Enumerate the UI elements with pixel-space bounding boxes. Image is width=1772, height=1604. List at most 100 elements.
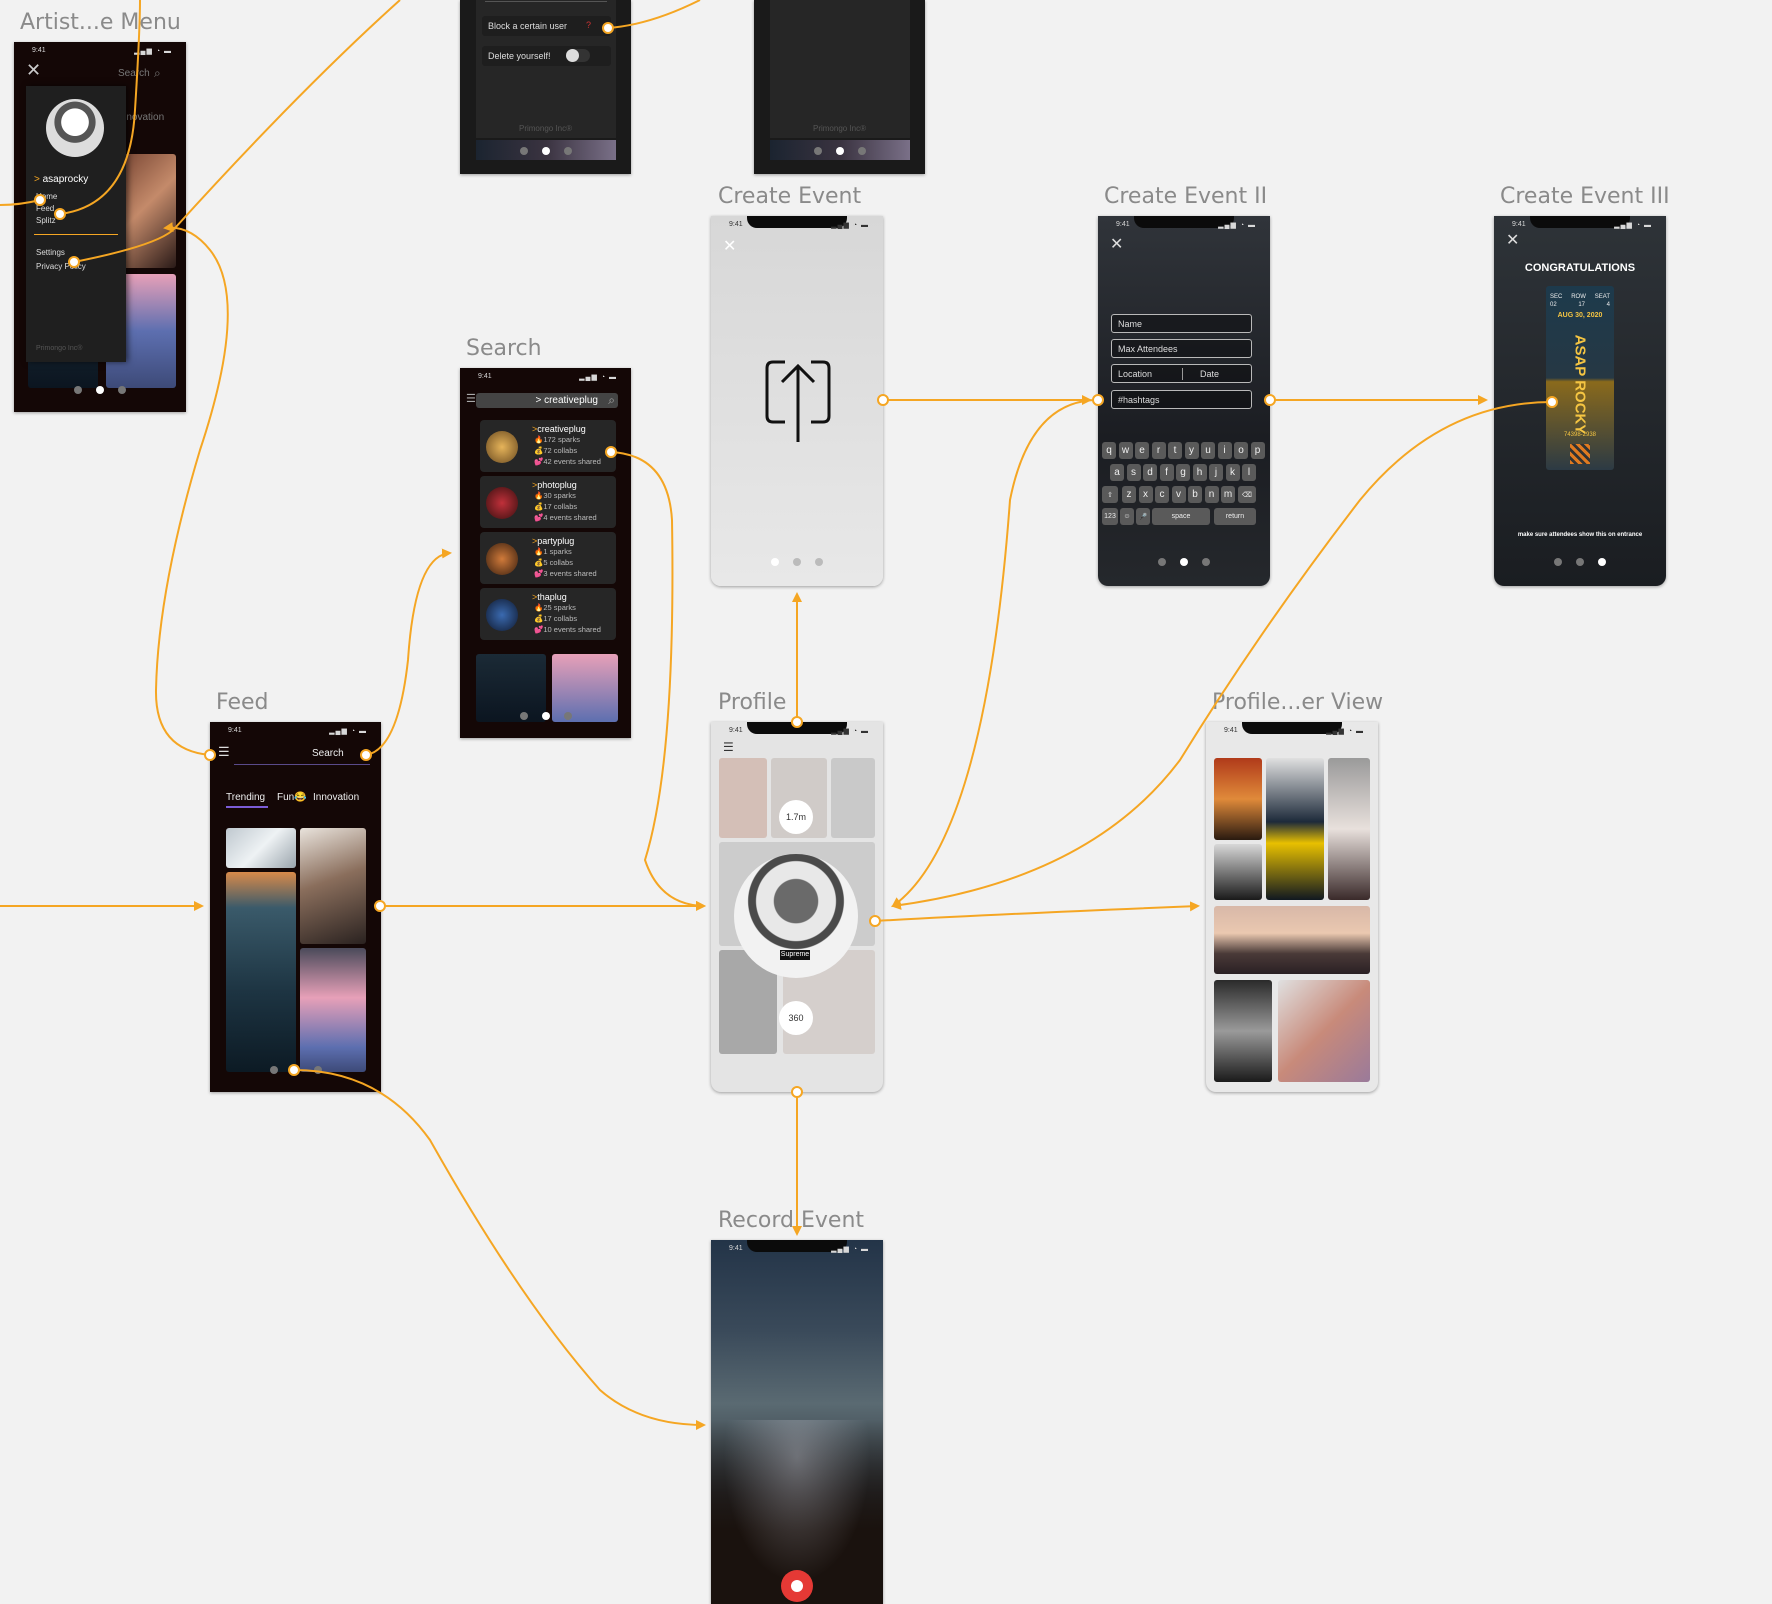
menu-icon[interactable]: ☰ [466, 393, 476, 405]
menu-item-privacy-policy[interactable]: Privacy Policy [36, 262, 86, 271]
key-space[interactable]: space [1152, 508, 1210, 525]
photo-tile[interactable] [719, 758, 767, 838]
key[interactable]: y [1184, 442, 1199, 459]
feed-tile[interactable] [226, 872, 296, 1072]
key[interactable]: f [1159, 464, 1174, 481]
name-field[interactable]: Name [1111, 314, 1252, 333]
photo-tile[interactable] [1278, 980, 1370, 1082]
menu-item-home[interactable]: Home [36, 192, 58, 201]
key[interactable]: l [1242, 464, 1256, 481]
key-return[interactable]: return [1214, 508, 1256, 525]
result-name[interactable]: >partyplug [532, 536, 574, 546]
menu-icon[interactable]: ☰ [218, 744, 230, 759]
delete-self-row[interactable]: Delete yourself! [482, 46, 611, 66]
key[interactable]: o [1234, 442, 1248, 459]
record-button[interactable] [781, 1570, 813, 1602]
search-result-item[interactable]: >creativeplug🔥172 sparks💰72 collabs💕42 e… [480, 420, 616, 472]
artboard-title-record-event[interactable]: Record Event [718, 1208, 865, 1233]
artboard-create-event[interactable]: 9:41▂▄▆ ◔ ▬ ✕ [711, 216, 883, 586]
menu-item-settings[interactable]: Settings [36, 248, 65, 257]
artboard-title-profile[interactable]: Profile [718, 690, 787, 715]
result-avatar[interactable] [486, 431, 518, 463]
artboard-settings[interactable]: Block a certain user ? Delete yourself! … [460, 0, 631, 174]
artboard-settings-2[interactable]: Primongo Inc® [754, 0, 925, 174]
search-result-item[interactable]: >thaplug🔥25 sparks💰17 collabs💕10 events … [480, 588, 616, 640]
microphone-icon[interactable]: 🎤 [1136, 508, 1150, 525]
artboard-record-event[interactable]: 9:41▂▄▆ ◔ ▬ [711, 1240, 883, 1604]
artboard-profile[interactable]: 9:41▂▄▆ ◔ ▬ ☰ 1.7m Supreme 360 [711, 722, 883, 1092]
search-icon[interactable]: ⌕ [154, 66, 161, 80]
key[interactable]: g [1176, 464, 1190, 481]
photo-tile[interactable] [831, 758, 875, 838]
key[interactable]: q [1102, 442, 1116, 459]
photo-tile[interactable] [1214, 844, 1262, 900]
key[interactable]: m [1221, 486, 1235, 503]
tab-innovation[interactable]: Innovation [313, 792, 360, 803]
artboard-title-create-event-3[interactable]: Create Event III [1500, 184, 1670, 209]
photo-tile[interactable] [1214, 906, 1370, 974]
photo-tile[interactable] [1214, 980, 1272, 1082]
delete-self-toggle[interactable] [566, 49, 590, 62]
menu-icon[interactable]: ☰ [723, 740, 734, 754]
key[interactable]: x [1138, 486, 1153, 503]
photo-tile[interactable] [1328, 758, 1370, 900]
feed-tile[interactable] [226, 828, 296, 868]
artboard-title-profile-user-view[interactable]: Profile...er View [1212, 690, 1384, 715]
key[interactable]: s [1126, 464, 1141, 481]
hashtags-field[interactable]: #hashtags [1111, 390, 1252, 409]
key[interactable]: z [1122, 486, 1136, 503]
search-label[interactable]: Search [312, 748, 344, 759]
key[interactable]: k [1225, 464, 1240, 481]
result-avatar[interactable] [486, 487, 518, 519]
close-icon[interactable]: ✕ [723, 238, 737, 255]
artboard-create-event-2[interactable]: 9:41▂▄▆ ◔ ▬ ✕ Name Max Attendees Locatio… [1098, 216, 1270, 586]
tab-fun[interactable]: Fun😂 [277, 792, 307, 803]
emoji-icon[interactable]: ☺ [1120, 508, 1134, 525]
artboard-artist-menu[interactable]: 9:41▂▄▆ ◔ ▬ ✕ Search ⌕ Innovation > asap… [14, 42, 186, 412]
search-result-item[interactable]: >photoplug🔥30 sparks💰17 collabs💕4 events… [480, 476, 616, 528]
artboard-title-feed[interactable]: Feed [216, 690, 269, 715]
key[interactable]: j [1209, 464, 1223, 481]
key-123[interactable]: 123 [1102, 508, 1118, 525]
key[interactable]: h [1192, 464, 1207, 481]
location-date-field[interactable]: Location Date [1111, 364, 1252, 383]
close-icon[interactable]: ✕ [1110, 236, 1124, 253]
block-user-row[interactable]: Block a certain user ? [482, 16, 611, 36]
search-label[interactable]: Search [118, 68, 150, 79]
artboard-title-search[interactable]: Search [466, 336, 542, 361]
upload-icon[interactable] [765, 358, 831, 444]
key[interactable]: t [1168, 442, 1182, 459]
artboard-search[interactable]: 9:41▂▄▆ ◔ ▬ ☰ > creativeplug ⌕ >creative… [460, 368, 631, 738]
photo-tile[interactable] [1214, 758, 1262, 840]
key[interactable]: c [1155, 486, 1169, 503]
side-menu-drawer[interactable]: > asaprocky Home Feed Splitz Settings Pr… [26, 86, 126, 362]
result-name[interactable]: >photoplug [532, 480, 577, 490]
artboard-profile-user-view[interactable]: 9:41▂▄▆ ◔ ▬ [1206, 722, 1378, 1092]
key[interactable]: e [1135, 442, 1149, 459]
close-icon[interactable]: ✕ [26, 60, 42, 80]
result-avatar[interactable] [486, 543, 518, 575]
artboard-title-create-event[interactable]: Create Event [718, 184, 862, 209]
followers-badge[interactable]: 1.7m [779, 800, 813, 834]
result-name[interactable]: >thaplug [532, 592, 567, 602]
feed-tile[interactable] [300, 828, 366, 944]
menu-item-feed[interactable]: Feed [36, 204, 55, 213]
key[interactable]: u [1201, 442, 1215, 459]
location-field[interactable]: Location [1118, 369, 1153, 379]
date-field[interactable]: Date [1200, 369, 1220, 379]
photo-tile[interactable] [1266, 758, 1324, 900]
key[interactable]: n [1204, 486, 1219, 503]
tab-trending[interactable]: Trending [226, 792, 266, 803]
profile-avatar[interactable]: Supreme [734, 854, 858, 978]
avatar[interactable] [46, 99, 104, 157]
view-360-badge[interactable]: 360 [779, 1001, 813, 1035]
close-icon[interactable]: ✕ [1506, 232, 1520, 249]
menu-item-splitz[interactable]: Splitz [36, 216, 56, 225]
artboard-title-create-event-2[interactable]: Create Event II [1104, 184, 1268, 209]
backspace-icon[interactable]: ⌫ [1238, 486, 1256, 503]
feed-tile[interactable] [300, 948, 366, 1072]
key[interactable]: r [1151, 442, 1166, 459]
search-icon[interactable]: ⌕ [608, 393, 615, 407]
